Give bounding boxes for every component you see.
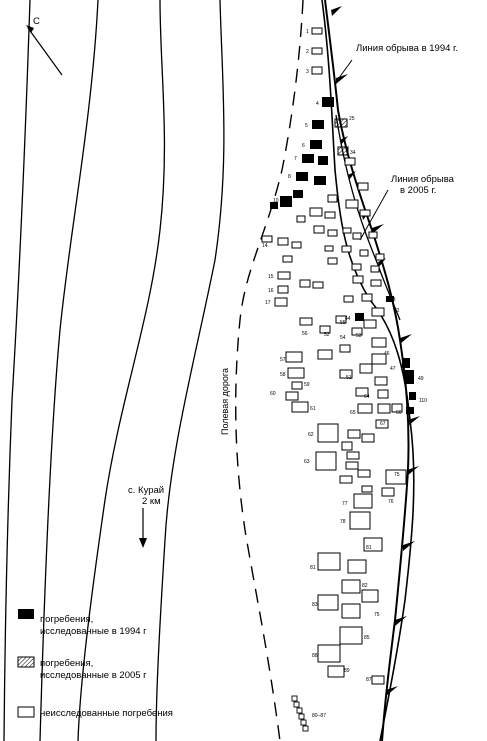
svg-text:44: 44 [345, 316, 351, 322]
contour-line-3 [77, 0, 166, 741]
svg-text:87: 87 [366, 677, 372, 683]
svg-text:16: 16 [268, 288, 274, 294]
contour-lines [3, 0, 225, 741]
svg-text:64: 64 [364, 394, 370, 400]
cliff-2005-label-line1: Линия обрыва [391, 174, 455, 185]
svg-text:81: 81 [310, 565, 316, 571]
svg-text:1: 1 [306, 29, 309, 35]
burials-1994 [270, 97, 416, 414]
svg-text:66: 66 [396, 410, 402, 416]
svg-text:10: 10 [273, 198, 279, 204]
svg-text:62: 62 [308, 432, 314, 438]
svg-text:02: 02 [394, 308, 400, 314]
contour-line-4 [155, 0, 225, 741]
svg-text:25: 25 [349, 116, 355, 122]
legend: погребения, исследованные в 1994 г погре… [17, 609, 173, 719]
svg-text:81: 81 [366, 545, 372, 551]
svg-text:55: 55 [340, 320, 346, 326]
svg-text:54: 54 [340, 335, 346, 341]
svg-text:исследованные в 2005 г: исследованные в 2005 г [40, 670, 147, 681]
svg-text:76: 76 [388, 499, 394, 505]
cliff-2005-label-line2: в 2005 г. [400, 185, 436, 196]
svg-text:52: 52 [324, 332, 330, 338]
contour-line-1 [3, 0, 31, 741]
svg-text:2: 2 [306, 49, 309, 55]
svg-text:56: 56 [302, 331, 308, 337]
north-label: С [33, 16, 40, 27]
svg-text:78: 78 [340, 519, 346, 525]
svg-text:83: 83 [312, 602, 318, 608]
svg-text:77: 77 [342, 501, 348, 507]
contour-line-2 [39, 0, 99, 741]
svg-text:исследованные в 1994 г: исследованные в 1994 г [40, 626, 147, 637]
svg-text:46: 46 [384, 351, 390, 357]
svg-text:погребения,: погребения, [40, 614, 93, 625]
svg-text:погребения,: погребения, [40, 658, 93, 669]
svg-text:5: 5 [305, 123, 308, 129]
svg-text:51: 51 [346, 375, 352, 381]
svg-text:17: 17 [265, 300, 271, 306]
svg-text:3: 3 [306, 69, 309, 75]
cliff-line-1994 [324, 0, 410, 741]
svg-text:8: 8 [288, 174, 291, 180]
village-distance: 2 км [142, 496, 161, 507]
svg-text:4: 4 [316, 101, 319, 107]
svg-text:6: 6 [302, 143, 305, 149]
svg-text:93: 93 [390, 297, 396, 303]
svg-text:7: 7 [294, 156, 297, 162]
svg-text:58: 58 [280, 372, 286, 378]
field-road [235, 0, 304, 741]
svg-text:59: 59 [304, 382, 310, 388]
svg-text:63: 63 [304, 459, 310, 465]
north-arrow: С [26, 16, 63, 76]
svg-text:85: 85 [364, 635, 370, 641]
svg-text:57: 57 [280, 357, 286, 363]
svg-text:88: 88 [312, 653, 318, 659]
burial-chain [291, 695, 309, 732]
svg-text:15: 15 [268, 274, 274, 280]
burials-unexcavated [261, 27, 407, 685]
svg-text:75: 75 [374, 612, 380, 618]
svg-text:61: 61 [310, 406, 316, 412]
svg-text:65: 65 [350, 410, 356, 416]
bottom-burial-label: 80–87 [312, 713, 326, 719]
svg-text:34: 34 [350, 150, 356, 156]
village-arrow [139, 508, 147, 548]
svg-text:14: 14 [262, 243, 268, 249]
svg-text:67: 67 [380, 421, 386, 427]
cliff-1994-label: Линия обрыва в 1994 г. [356, 43, 458, 54]
svg-text:89: 89 [344, 668, 350, 674]
svg-text:60: 60 [270, 391, 276, 397]
burials-2005 [334, 118, 349, 156]
svg-text:49: 49 [418, 376, 424, 382]
svg-text:неисследованные погребения: неисследованные погребения [40, 708, 173, 719]
svg-text:75: 75 [394, 472, 400, 478]
svg-text:82: 82 [362, 583, 368, 589]
road-label: Полевая дорога [220, 368, 230, 435]
terrace-edge [321, 0, 415, 741]
village-label: с. Курай [128, 485, 164, 496]
svg-text:47: 47 [390, 366, 396, 372]
svg-text:53: 53 [356, 333, 362, 339]
svg-text:110: 110 [419, 398, 427, 404]
